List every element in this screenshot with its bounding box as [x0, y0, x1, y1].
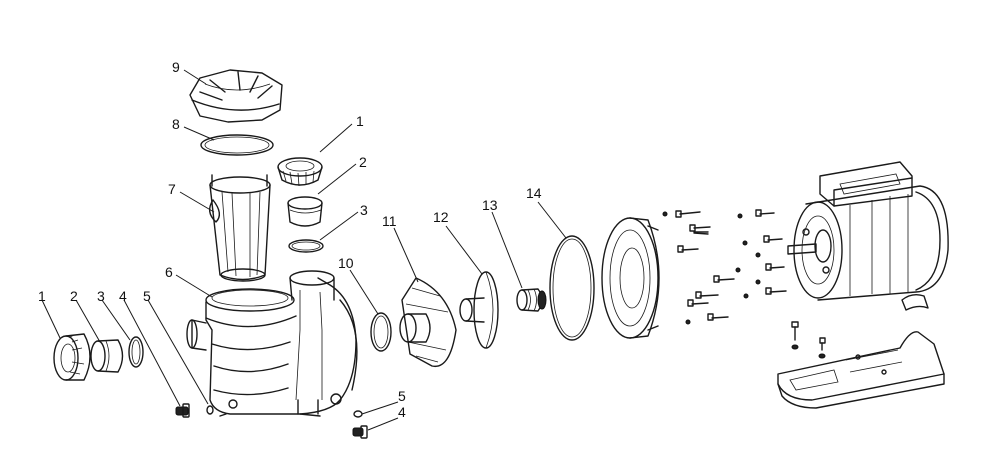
callout-2-top: 2 — [359, 154, 367, 170]
callout-8: 8 — [172, 116, 180, 132]
base-screws — [791, 321, 826, 359]
callout-5-left: 5 — [143, 288, 151, 304]
seal-plate-o-ring — [549, 235, 595, 341]
top-union-nut — [277, 157, 323, 187]
callout-9: 9 — [172, 59, 180, 75]
housing-bolts — [662, 210, 749, 325]
callout-11: 11 — [382, 213, 397, 229]
callout-5-bottom: 5 — [398, 388, 406, 404]
callout-14: 14 — [526, 185, 542, 201]
callout-1-left: 1 — [38, 288, 46, 304]
leader-lines — [41, 69, 567, 431]
seal-plate — [601, 217, 660, 339]
drain-plug-bottom — [352, 425, 368, 439]
callout-6: 6 — [165, 264, 173, 280]
strainer-basket — [208, 174, 271, 282]
motor-bolts — [755, 209, 787, 295]
top-union-o-ring — [288, 239, 324, 253]
callout-12: 12 — [433, 209, 449, 225]
impeller — [459, 271, 499, 349]
callout-1-top: 1 — [356, 113, 364, 129]
diffuser-o-ring — [370, 312, 392, 352]
strainer-lid — [189, 69, 283, 123]
callout-10: 10 — [338, 255, 354, 271]
callout-3-top: 3 — [360, 202, 368, 218]
left-union-tail — [90, 339, 124, 373]
motor-base — [777, 331, 945, 409]
callout-4-left: 4 — [119, 288, 127, 304]
callout-2-left: 2 — [70, 288, 78, 304]
drain-o-ring-bottom — [353, 410, 363, 418]
callout-7: 7 — [168, 181, 176, 197]
left-union-o-ring — [128, 336, 144, 368]
top-union-tail — [287, 196, 323, 227]
diffuser — [399, 277, 457, 368]
pump-housing — [186, 270, 358, 417]
mechanical-seal — [516, 288, 547, 312]
callout-13: 13 — [482, 197, 498, 213]
callout-4-bottom: 4 — [398, 404, 406, 420]
left-union-nut — [53, 333, 91, 381]
drain-plug-left — [175, 403, 190, 418]
callout-3-left: 3 — [97, 288, 105, 304]
motor — [787, 161, 949, 301]
callout-labels: 9 8 7 6 1 2 3 1 2 3 4 5 10 11 12 13 14 5… — [38, 59, 542, 420]
shaft-key — [901, 293, 929, 311]
drain-o-ring-left — [206, 405, 214, 415]
lid-o-ring — [200, 134, 274, 156]
